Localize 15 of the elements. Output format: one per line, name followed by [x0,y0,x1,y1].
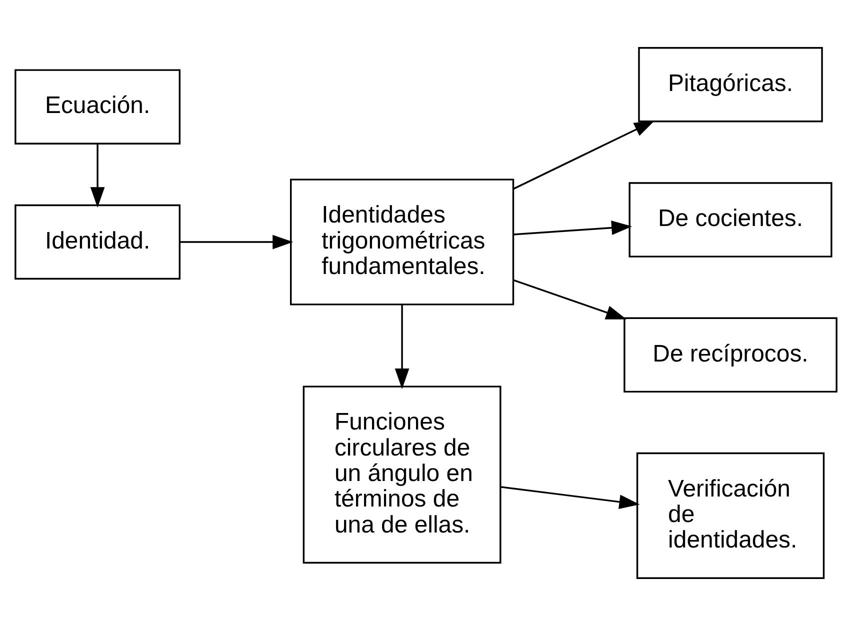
arrow [513,278,627,319]
node-box: Identidad. [14,204,181,280]
arrow [513,220,632,235]
node-box: De recíprocos. [624,316,838,392]
arrow [500,486,640,509]
arrow [394,304,410,389]
node-box: Verificación de identidades. [636,452,825,578]
node-box: De cocientes. [628,182,832,257]
node-box: Ecuación. [14,68,181,144]
arrow [180,234,294,249]
node-box: Funciones circulares de un ángulo en términos de una de ellas. [302,385,502,564]
node-box: Identidades trigonométricas fundamentales. [290,178,514,305]
node-box: Pitagóricas. [638,46,823,122]
arrow [512,120,655,190]
arrow [90,143,105,208]
